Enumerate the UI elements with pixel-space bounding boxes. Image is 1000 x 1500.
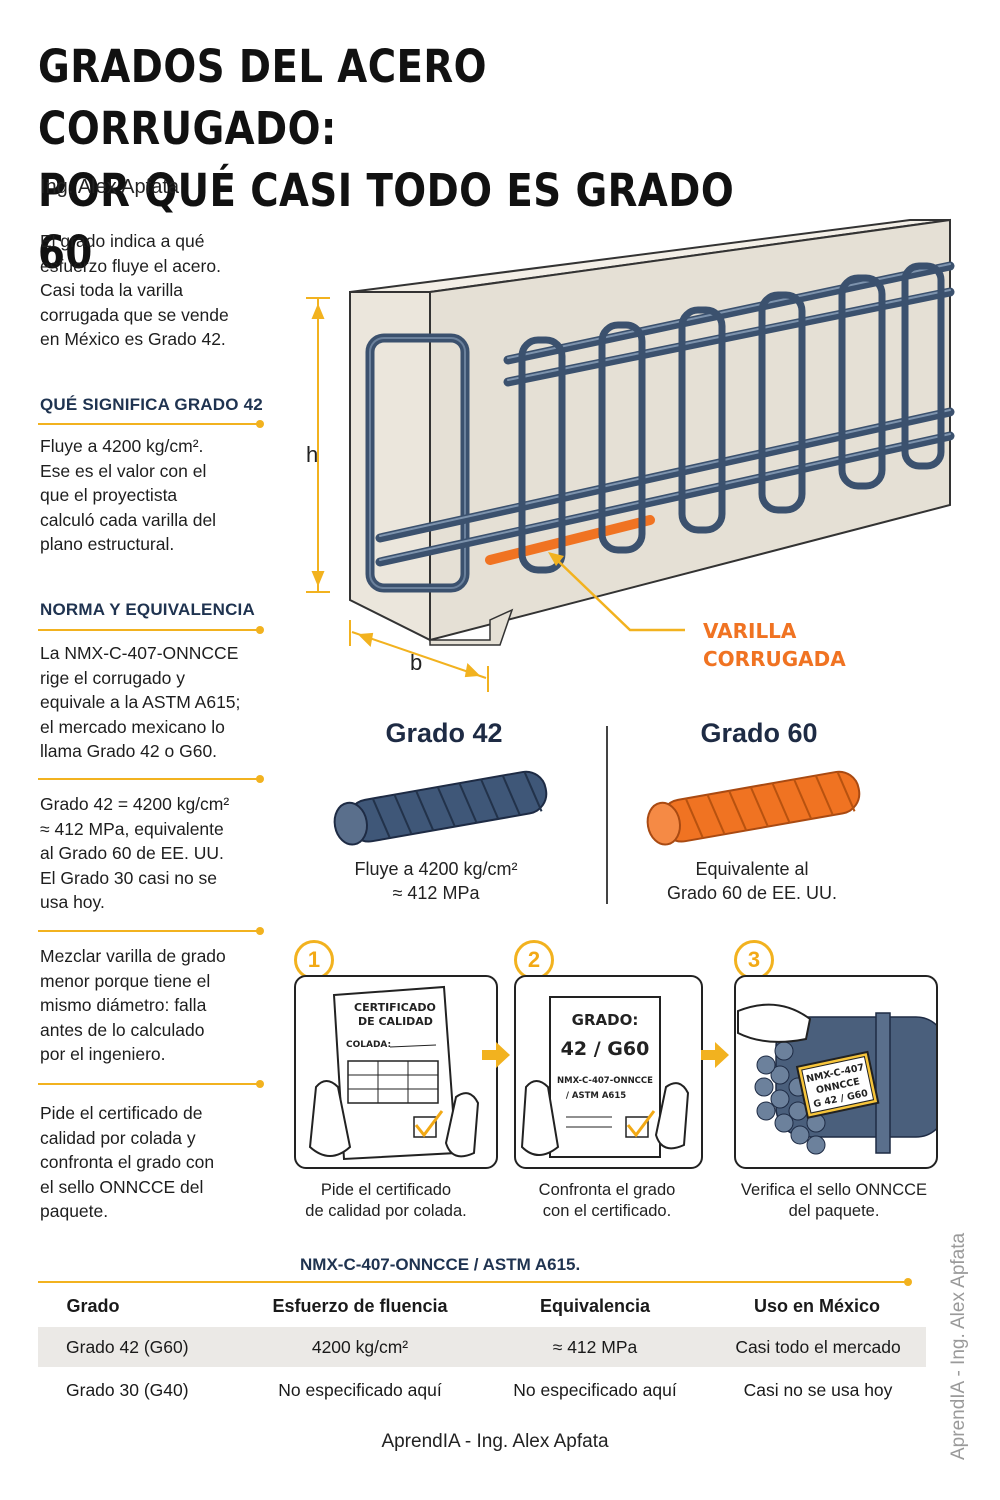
divider: [38, 927, 264, 935]
divider: [38, 626, 264, 634]
grade-sheet-icon: GRADO: 42 / G60 NMX-C-407-ONNCCE / ASTM …: [520, 996, 690, 1158]
grade-42-caption: Fluye a 4200 kg/cm²≈ 412 MPa: [354, 859, 518, 903]
footer-credit: AprendIA - Ing. Alex Apfata: [381, 1431, 609, 1452]
dimension-h-label: h: [306, 442, 318, 467]
dimension-b-label: b: [410, 650, 422, 675]
step-1-panel: CERTIFICADO DE CALIDAD COLADA:: [294, 975, 498, 1169]
grade-60-bar: [646, 770, 861, 846]
table-cell: No especificado aquí: [278, 1380, 442, 1400]
divider: [38, 775, 264, 783]
table-title: NMX-C-407-ONNCCE / ASTM A615.: [300, 1255, 581, 1274]
author: Ing. Alex Apfata: [40, 176, 179, 198]
svg-text:/ ASTM A615: / ASTM A615: [566, 1091, 626, 1101]
svg-text:NMX-C-407-ONNCCE: NMX-C-407-ONNCCE: [557, 1076, 653, 1086]
step-2-panel: GRADO: 42 / G60 NMX-C-407-ONNCCE / ASTM …: [514, 975, 703, 1169]
equivalence-text: Grado 42 = 4200 kg/cm²≈ 412 MPa, equival…: [40, 794, 230, 912]
svg-text:CERTIFICADO: CERTIFICADO: [354, 1001, 436, 1014]
table-divider: [38, 1278, 912, 1286]
arrow-right-icon: [482, 1042, 510, 1068]
svg-text:DE CALIDAD: DE CALIDAD: [358, 1015, 433, 1028]
table-cell: ≈ 412 MPa: [552, 1337, 638, 1357]
table-header: Esfuerzo de fluencia: [272, 1296, 448, 1316]
table-cell: Grado 42 (G60): [66, 1337, 189, 1357]
callout-label-line2: CORRUGADA: [703, 647, 846, 671]
section-heading-grado-42: QUÉ SIGNIFICA GRADO 42: [40, 395, 263, 414]
grades-divider: [606, 726, 608, 904]
divider: [38, 1080, 264, 1088]
page-title: GRADOS DEL ACERO CORRUGADO: POR QUÉ CASI…: [38, 36, 743, 284]
vertical-credit: AprendIA - Ing. Alex Apfata: [948, 1232, 969, 1460]
divider: [38, 420, 264, 428]
side-stirrups: [518, 262, 945, 574]
table-cell: Grado 30 (G40): [66, 1380, 189, 1400]
step-1-number: 1: [294, 940, 334, 980]
table-cell: Casi todo el mercado: [735, 1337, 901, 1357]
arrow-right-icon: [701, 1042, 729, 1068]
title-line-2: POR QUÉ CASI TODO ES GRADO 60: [38, 164, 735, 279]
callout-line: [554, 557, 685, 632]
step-2-number: 2: [514, 940, 554, 980]
table-cell: No especificado aquí: [513, 1380, 677, 1400]
table-header: Grado: [66, 1296, 120, 1316]
table-row-highlight: [38, 1327, 926, 1367]
table-header: Equivalencia: [539, 1296, 651, 1316]
section-text-grado-42: Fluye a 4200 kg/cm².Ese es el valor con …: [40, 436, 217, 554]
svg-text:42 / G60: 42 / G60: [561, 1038, 650, 1060]
section-heading-norma: NORMA Y EQUIVALENCIA: [40, 600, 255, 619]
grade-42-bar: [333, 770, 548, 846]
dimension-h: [306, 297, 330, 593]
table-cell: Casi no se usa hoy: [743, 1380, 893, 1400]
rebar-bundle-icon: NMX-C-407 ONNCCE G 42 / G60: [737, 1003, 936, 1155]
title-line-1: GRADOS DEL ACERO CORRUGADO:: [38, 40, 487, 155]
beam-illustration: h b VARILLA CORRUGADA: [306, 218, 955, 692]
highlighted-rebar: [485, 515, 655, 565]
callout-label-line1: VARILLA: [703, 619, 797, 643]
dimension-b: [349, 620, 489, 692]
svg-text:COLADA:: COLADA:: [346, 1040, 391, 1050]
grade-60-title: Grado 60: [700, 718, 818, 748]
grade-42-title: Grado 42: [385, 718, 503, 748]
step-3-number: 3: [734, 940, 774, 980]
table-header: Uso en México: [753, 1296, 881, 1316]
step-3-panel: NMX-C-407 ONNCCE G 42 / G60: [734, 975, 938, 1169]
svg-text:GRADO:: GRADO:: [572, 1011, 639, 1029]
table-cell: 4200 kg/cm²: [311, 1337, 409, 1357]
certificate-icon: CERTIFICADO DE CALIDAD COLADA:: [308, 985, 480, 1161]
